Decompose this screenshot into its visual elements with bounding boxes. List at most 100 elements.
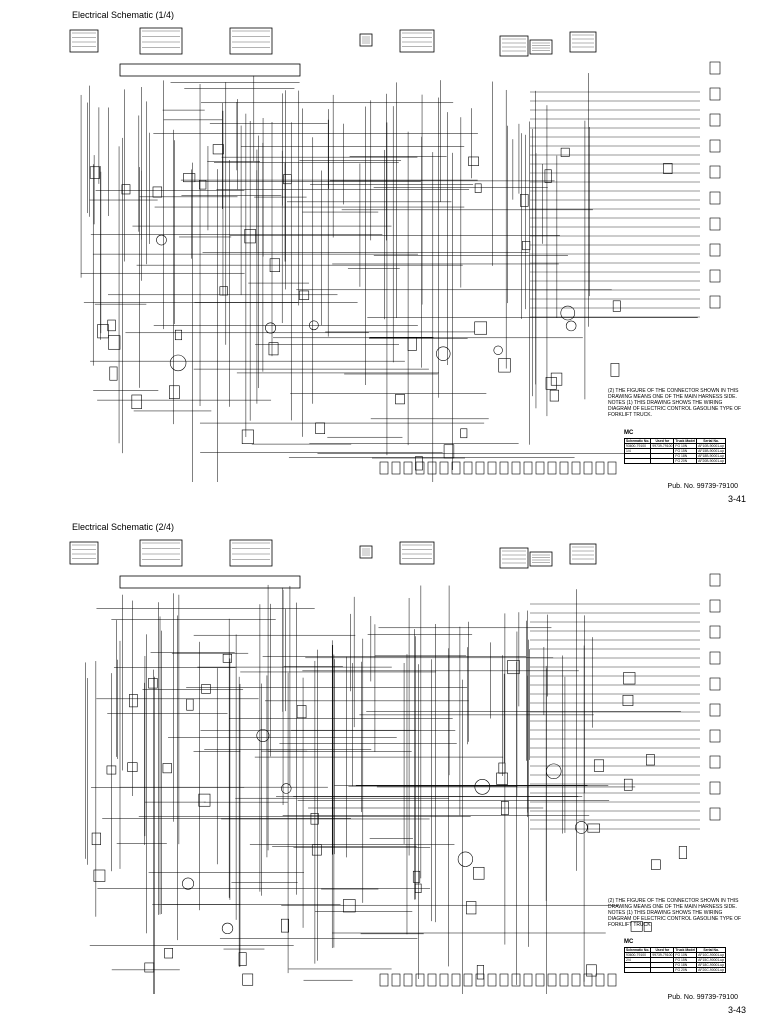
lamp-connector bbox=[709, 625, 721, 639]
connector bbox=[212, 144, 224, 155]
connector bbox=[93, 869, 106, 882]
connector bbox=[443, 444, 455, 459]
table-cell: FG 20N bbox=[673, 458, 698, 464]
connector bbox=[148, 678, 158, 689]
connector bbox=[498, 358, 511, 373]
note-1: NOTES (1) THIS DRAWING SHOWS THE WIRING … bbox=[608, 400, 742, 418]
lamp-connector bbox=[709, 61, 721, 75]
connector bbox=[622, 694, 634, 706]
table-row: 93600-79100 99739-79100 FG 10N AF10C-900… bbox=[623, 952, 727, 958]
table-cell: AF10B-90001-up bbox=[696, 443, 726, 449]
lamp-connector bbox=[709, 599, 721, 613]
bottom-connector bbox=[607, 973, 617, 987]
bottom-connector bbox=[607, 461, 617, 475]
connector bbox=[201, 684, 211, 694]
schematic-sheet-2: Electrical Schematic (2/4) (2) THE FIGUR… bbox=[0, 512, 768, 1024]
table-cell: 99739-79100 bbox=[650, 443, 675, 449]
bottom-connector bbox=[439, 461, 449, 475]
connector bbox=[89, 166, 101, 179]
schematic-table: Schematic No. Used for Truck Model Seria… bbox=[623, 947, 727, 973]
bottom-connector bbox=[535, 461, 545, 475]
bottom-connector bbox=[499, 461, 509, 475]
connector bbox=[496, 772, 508, 785]
bottom-connector bbox=[439, 973, 449, 987]
connector bbox=[315, 422, 326, 434]
main-harness-bar bbox=[119, 575, 301, 589]
connector bbox=[238, 952, 247, 966]
connector bbox=[121, 184, 131, 195]
connector bbox=[623, 672, 636, 685]
table-cell: AF18C-90001-up bbox=[696, 962, 727, 968]
bottom-connector bbox=[475, 973, 485, 987]
bottom-connector bbox=[403, 461, 413, 475]
connector bbox=[164, 948, 173, 959]
connector bbox=[498, 762, 506, 774]
table-header-row: Schematic No. Used for Truck Model Seria… bbox=[623, 947, 727, 953]
table-row: FG 20N AF20C-90001-up bbox=[623, 967, 727, 973]
connector bbox=[663, 163, 673, 174]
bottom-connector bbox=[379, 973, 389, 987]
bottom-connector bbox=[403, 973, 413, 987]
component-symbol bbox=[457, 851, 473, 867]
connector bbox=[610, 363, 620, 377]
bottom-connector bbox=[535, 973, 545, 987]
pub-number: Pub. No. 99739-79100 bbox=[667, 483, 738, 490]
connector bbox=[412, 870, 421, 883]
wiring-diagram-svg bbox=[69, 27, 721, 482]
bottom-connector bbox=[487, 973, 497, 987]
connector bbox=[549, 389, 559, 402]
bottom-connector bbox=[463, 461, 473, 475]
connector bbox=[522, 241, 531, 251]
sheet-title: Electrical Schematic (2/4) bbox=[72, 522, 175, 532]
connector bbox=[199, 180, 207, 190]
page-number: 3-41 bbox=[727, 494, 746, 504]
connector bbox=[612, 300, 621, 312]
bottom-connector bbox=[547, 973, 557, 987]
bottom-connector bbox=[391, 461, 401, 475]
connector bbox=[650, 859, 661, 870]
component-symbol bbox=[156, 234, 167, 246]
connector bbox=[466, 901, 477, 915]
component-symbol bbox=[474, 778, 491, 795]
connector bbox=[91, 832, 101, 846]
lamp-connector bbox=[709, 677, 721, 691]
connector bbox=[242, 973, 254, 986]
table-cell: AF20B-90001-up bbox=[696, 458, 726, 464]
component-symbol bbox=[565, 320, 577, 332]
connector-block bbox=[359, 33, 373, 47]
connector bbox=[460, 428, 468, 439]
lamp-connector bbox=[709, 165, 721, 179]
connector bbox=[643, 922, 652, 932]
bottom-connector bbox=[451, 973, 461, 987]
mc-label: MC bbox=[624, 939, 634, 945]
connector-block bbox=[499, 547, 529, 569]
connector bbox=[198, 793, 211, 807]
note-2: (2) THE FIGURE OF THE CONNECTOR SHOWN IN… bbox=[608, 388, 739, 400]
component-symbol bbox=[493, 345, 503, 355]
connector bbox=[310, 813, 319, 825]
component-symbol bbox=[169, 354, 187, 372]
table-cell: AF20C-90001-up bbox=[696, 967, 727, 973]
bottom-connector bbox=[595, 973, 605, 987]
component-symbol bbox=[436, 346, 451, 361]
connector bbox=[646, 754, 655, 766]
connector bbox=[415, 456, 423, 471]
table-cell: AF18B-90001-up bbox=[696, 453, 726, 459]
bottom-connector bbox=[427, 461, 437, 475]
connector bbox=[473, 866, 485, 880]
connector-block bbox=[569, 31, 597, 53]
connector bbox=[545, 377, 557, 390]
table-cell bbox=[623, 458, 652, 464]
component-symbol bbox=[545, 763, 562, 780]
connector bbox=[283, 174, 292, 185]
sheet-title: Electrical Schematic (1/4) bbox=[72, 10, 175, 20]
component-symbol bbox=[221, 922, 234, 935]
lamp-connector bbox=[709, 243, 721, 257]
bottom-connector bbox=[391, 973, 401, 987]
component-symbol bbox=[182, 877, 194, 890]
connector bbox=[476, 965, 484, 980]
connector bbox=[241, 429, 254, 444]
connector bbox=[144, 962, 155, 973]
bottom-connector bbox=[463, 973, 473, 987]
component-symbol bbox=[256, 729, 270, 742]
